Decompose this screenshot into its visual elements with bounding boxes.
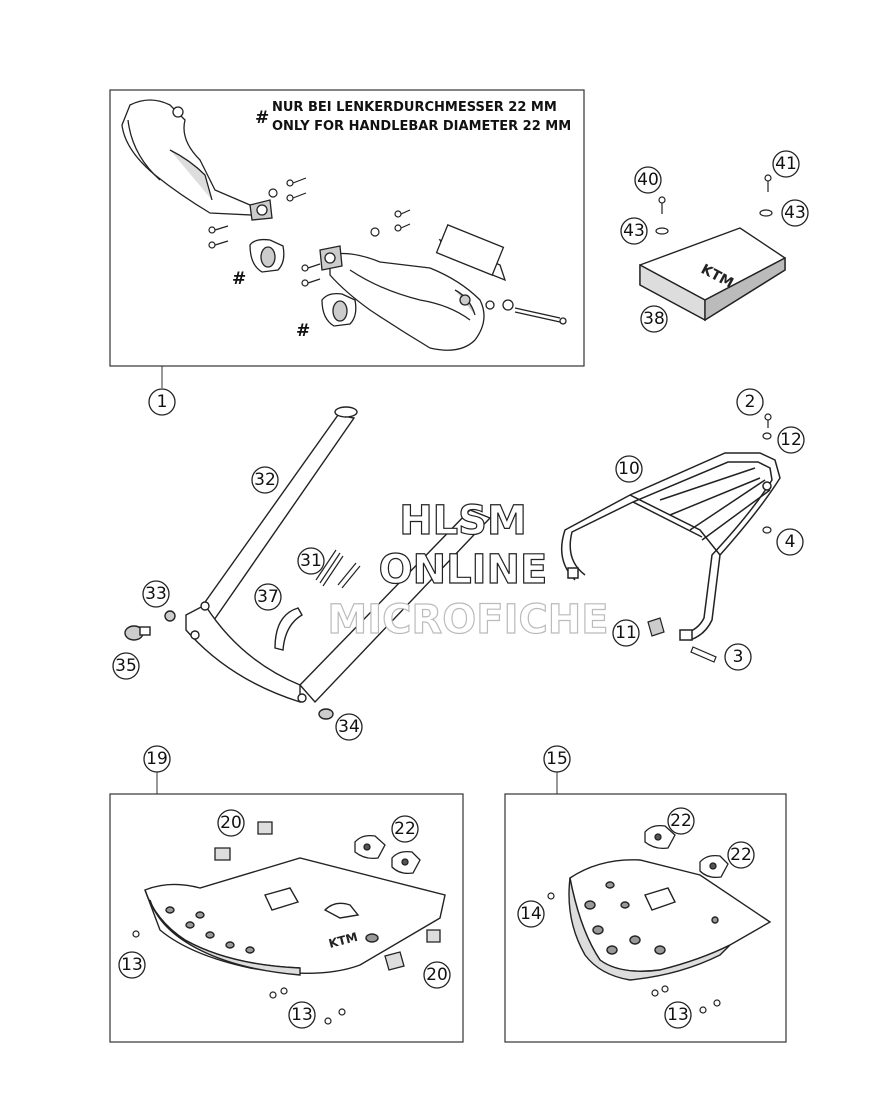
callout-43b <box>781 199 809 227</box>
callout-4-label: 4 <box>785 532 796 552</box>
callout-4 <box>776 528 804 556</box>
callout-37-label: 37 <box>257 587 279 607</box>
bumpers-19 <box>214 821 441 971</box>
callout-12-label: 12 <box>780 430 802 450</box>
screws-19 <box>132 930 346 1025</box>
callout-34 <box>335 713 363 741</box>
watermark-line3: MICROFICHE <box>327 597 608 643</box>
callout-11-label: 11 <box>615 623 637 643</box>
callout-13a-label: 13 <box>121 955 143 975</box>
luggage-rack <box>560 452 781 641</box>
callout-22a <box>391 815 419 843</box>
watermark: HLSM ONLINE MICROFICHE <box>327 497 609 643</box>
left-spacer-22mm <box>249 238 285 273</box>
callout-41 <box>772 150 800 178</box>
callout-31-label: 31 <box>300 551 322 571</box>
callout-22c-label: 22 <box>730 845 752 865</box>
callout-13c-label: 13 <box>667 1005 689 1025</box>
bumpers-15 <box>644 824 729 879</box>
callout-37 <box>254 583 282 611</box>
callout-20b <box>423 961 451 989</box>
callout-35-label: 35 <box>115 656 137 676</box>
skid-plate-panel-15: 22 22 14 13 <box>504 793 787 1043</box>
watermark-line1: HLSM <box>399 498 527 544</box>
callout-31 <box>297 547 325 575</box>
callout-40-label: 40 <box>637 170 659 190</box>
callout-34-label: 34 <box>338 717 360 737</box>
callout-15-label: 15 <box>546 749 568 769</box>
seat-screws <box>655 174 773 235</box>
callout-13a <box>118 951 146 979</box>
callout-33-label: 33 <box>145 584 167 604</box>
callout-40 <box>634 166 662 194</box>
rack-hardware <box>647 413 772 663</box>
callout-3 <box>724 643 752 671</box>
callout-38-label: 38 <box>643 309 665 329</box>
right-spacer-22mm <box>321 292 357 327</box>
callout-1 <box>148 388 176 416</box>
callout-32-label: 32 <box>254 470 276 490</box>
callout-20a-label: 20 <box>220 813 242 833</box>
stand-springs <box>315 549 361 589</box>
left-clamp-screws <box>208 177 307 249</box>
callout-1-label: 1 <box>157 392 168 412</box>
callout-2-label: 2 <box>745 392 756 412</box>
callout-22a-label: 22 <box>394 819 416 839</box>
callout-13c <box>664 1001 692 1029</box>
side-stand <box>124 406 492 720</box>
callout-11 <box>612 619 640 647</box>
callout-20b-label: 20 <box>426 965 448 985</box>
callout-14-label: 14 <box>520 904 542 924</box>
callout-38 <box>640 305 668 333</box>
callout-10 <box>615 455 643 483</box>
hash-mark-right: # <box>296 321 310 341</box>
callout-13b-label: 13 <box>291 1005 313 1025</box>
callout-32 <box>251 466 279 494</box>
callout-22b <box>667 807 695 835</box>
callout-14 <box>517 900 545 928</box>
callout-43b-label: 43 <box>784 203 806 223</box>
skid-plate-15 <box>568 859 772 981</box>
skid-plate-panel-19: KTM 20 22 13 20 13 <box>109 793 464 1043</box>
stand-bracket <box>274 607 303 651</box>
screws-15 <box>547 892 721 1014</box>
callout-12 <box>777 426 805 454</box>
seat-pad: KTM <box>639 227 786 322</box>
callout-22b-label: 22 <box>670 811 692 831</box>
callout-43a-label: 43 <box>623 221 645 241</box>
note-line-de: NUR BEI LENKERDURCHMESSER 22 MM <box>272 100 557 115</box>
callout-35 <box>112 652 140 680</box>
right-clamp-screws <box>301 209 411 287</box>
callout-20a <box>217 809 245 837</box>
callout-2 <box>736 388 764 416</box>
hash-mark-left: # <box>232 269 246 289</box>
callout-19-label: 19 <box>146 749 168 769</box>
handguard-kit-panel: # NUR BEI LENKERDURCHMESSER 22 MM ONLY F… <box>109 89 585 367</box>
callout-41-label: 41 <box>775 154 797 174</box>
callout-33 <box>142 580 170 608</box>
callout-22c <box>727 841 755 869</box>
watermark-line2: ONLINE <box>379 547 548 593</box>
callout-10-label: 10 <box>618 459 640 479</box>
note-line-en: ONLY FOR HANDLEBAR DIAMETER 22 MM <box>272 119 571 134</box>
left-handguard <box>121 99 273 221</box>
skid-plate-19: KTM <box>144 857 446 976</box>
callout-3-label: 3 <box>733 647 744 667</box>
callout-13b <box>288 1001 316 1029</box>
callout-43a <box>620 217 648 245</box>
right-handguard <box>319 224 567 351</box>
note-symbol: # <box>255 108 269 128</box>
